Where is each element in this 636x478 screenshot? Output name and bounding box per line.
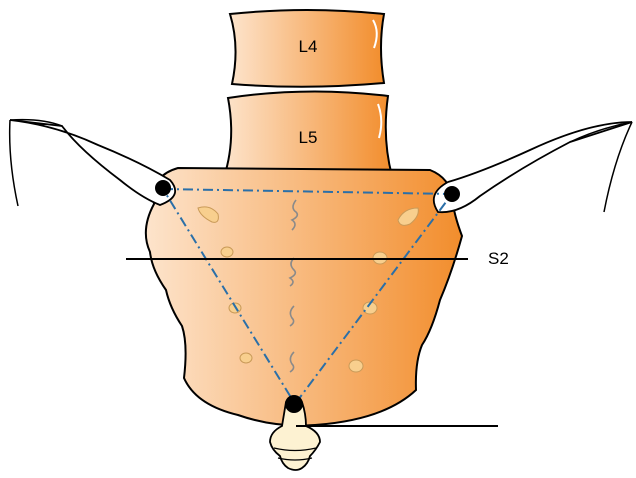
vertebra-l5: L5 [224,91,392,179]
ilium-right [434,122,632,212]
landmark-dot-coccyx [285,395,303,413]
sacrum [146,168,462,426]
ilium-left [10,120,175,206]
label-l5: L5 [299,128,318,147]
vertebra-l4: L4 [230,10,384,87]
landmark-dot-left [155,180,171,196]
landmark-dot-right [444,186,460,202]
label-s2: S2 [488,249,509,268]
label-l4: L4 [299,37,318,56]
